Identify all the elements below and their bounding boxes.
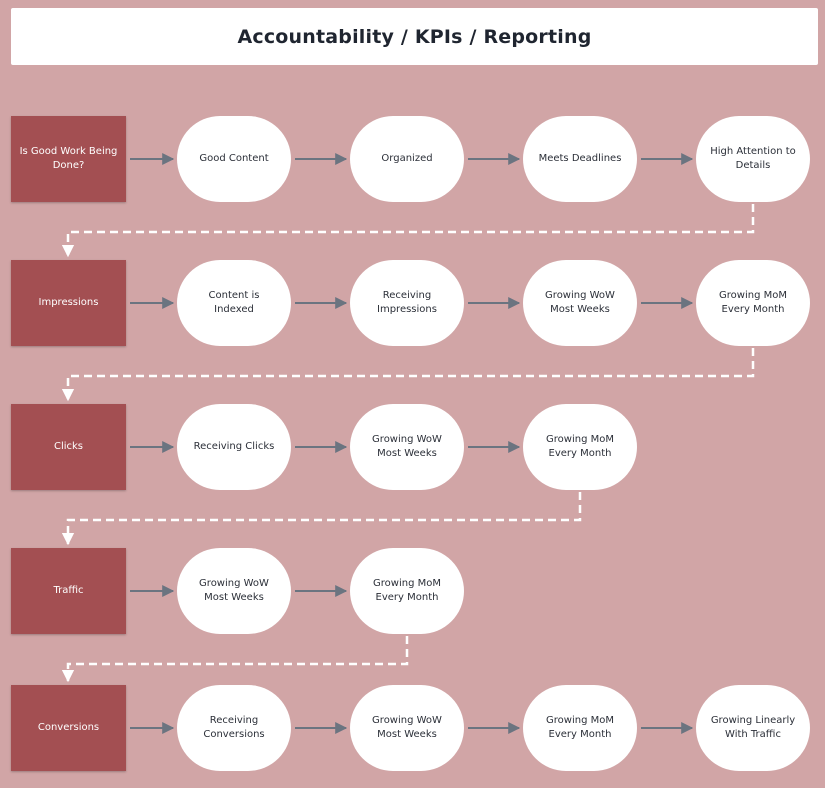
node-high-attention: High Attention to Details bbox=[696, 116, 810, 202]
node-receiving-conversions: Receiving Conversions bbox=[177, 685, 291, 771]
row-label-good-work: Is Good Work Being Done? bbox=[11, 116, 126, 202]
node-conversions-mom: Growing MoM Every Month bbox=[523, 685, 637, 771]
node-meets-deadlines: Meets Deadlines bbox=[523, 116, 637, 202]
row-connector-dashed bbox=[61, 348, 755, 402]
row-connector-dashed bbox=[61, 636, 409, 683]
node-impressions-mom: Growing MoM Every Month bbox=[696, 260, 810, 346]
node-clicks-mom: Growing MoM Every Month bbox=[523, 404, 637, 490]
node-receiving-impressions: Receiving Impressions bbox=[350, 260, 464, 346]
row-label-conversions: Conversions bbox=[11, 685, 126, 771]
row-label-clicks: Clicks bbox=[11, 404, 126, 490]
node-traffic-wow: Growing WoW Most Weeks bbox=[177, 548, 291, 634]
node-conversions-wow: Growing WoW Most Weeks bbox=[350, 685, 464, 771]
node-growing-linearly: Growing Linearly With Traffic bbox=[696, 685, 810, 771]
node-organized: Organized bbox=[350, 116, 464, 202]
node-receiving-clicks: Receiving Clicks bbox=[177, 404, 291, 490]
node-clicks-wow: Growing WoW Most Weeks bbox=[350, 404, 464, 490]
row-connector-dashed bbox=[61, 492, 582, 546]
node-content-indexed: Content is Indexed bbox=[177, 260, 291, 346]
row-connector-dashed bbox=[61, 204, 755, 258]
title-bar: Accountability / KPIs / Reporting bbox=[11, 8, 818, 65]
node-good-content: Good Content bbox=[177, 116, 291, 202]
node-traffic-mom: Growing MoM Every Month bbox=[350, 548, 464, 634]
row-label-impressions: Impressions bbox=[11, 260, 126, 346]
node-impressions-wow: Growing WoW Most Weeks bbox=[523, 260, 637, 346]
page-title: Accountability / KPIs / Reporting bbox=[237, 25, 592, 48]
row-label-traffic: Traffic bbox=[11, 548, 126, 634]
